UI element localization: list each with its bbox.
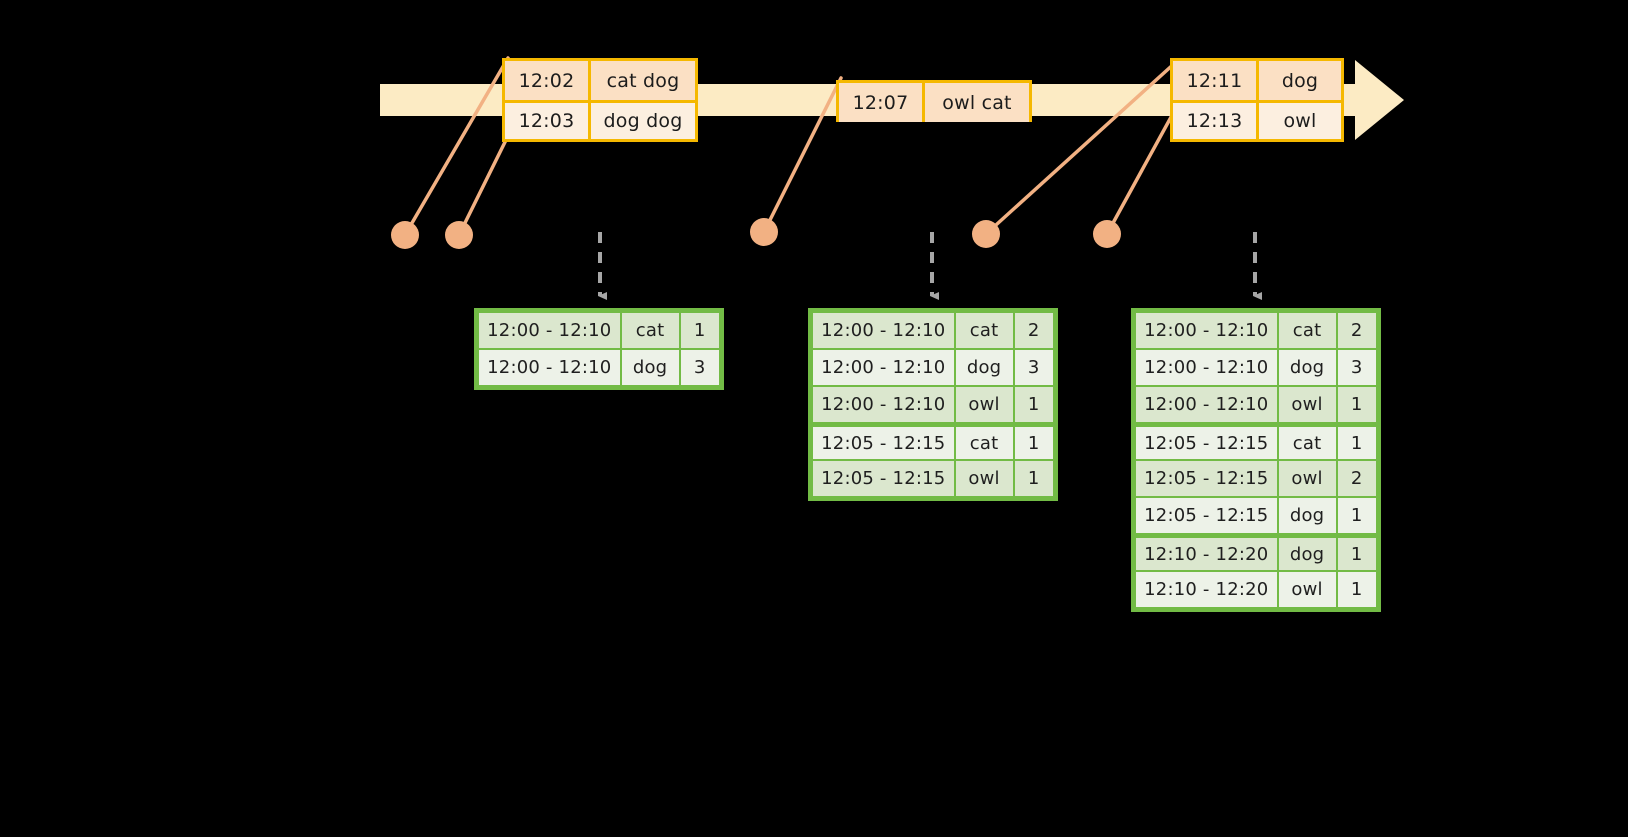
result-table-after-1207: 12:00 - 12:10 cat 2 12:00 - 12:10 dog 3 …: [808, 308, 1058, 501]
table-row: 12:00 - 12:10 dog 3: [1135, 349, 1377, 386]
connector-dot-1203: [445, 221, 473, 249]
table-row: 12:05 - 12:15 cat 1: [1135, 423, 1377, 460]
cell-count: 3: [1014, 350, 1053, 385]
cell-count: 1: [1337, 498, 1376, 533]
cell-window: 12:05 - 12:15: [1136, 498, 1277, 533]
cell-key: owl: [1278, 572, 1336, 607]
connector-line-1213: [1105, 106, 1178, 236]
cell-window: 12:05 - 12:15: [813, 427, 954, 459]
event-value: cat dog: [591, 61, 695, 100]
cell-count: 1: [1337, 387, 1376, 422]
table-row: 12:05 - 12:15 cat 1: [812, 423, 1054, 460]
event-time: 12:07: [839, 83, 925, 122]
table-row: 12:00 - 12:10 owl 1: [812, 386, 1054, 423]
cell-window: 12:00 - 12:10: [813, 387, 954, 422]
cell-window: 12:10 - 12:20: [1136, 538, 1277, 570]
connector-dots: [391, 218, 1121, 249]
table-row: 12:00 - 12:10 cat 2: [812, 312, 1054, 349]
event-row: 12:13 owl: [1173, 100, 1341, 139]
cell-key: dog: [621, 350, 679, 385]
connector-dot-1202: [391, 221, 419, 249]
down-arrows: [598, 232, 1262, 300]
cell-key: cat: [955, 427, 1013, 459]
table-row: 12:05 - 12:15 owl 2: [1135, 460, 1377, 497]
cell-count: 1: [680, 313, 719, 348]
result-table-after-1213: 12:00 - 12:10 cat 2 12:00 - 12:10 dog 3 …: [1131, 308, 1381, 612]
event-value: owl: [1259, 103, 1341, 139]
event-time: 12:11: [1173, 61, 1259, 100]
cell-key: dog: [1278, 498, 1336, 533]
connector-line-1203: [457, 134, 510, 237]
cell-count: 1: [1014, 461, 1053, 496]
event-group-2: 12:07 owl cat: [836, 80, 1032, 122]
table-row: 12:00 - 12:10 cat 2: [1135, 312, 1377, 349]
cell-key: owl: [955, 461, 1013, 496]
connector-line-1207: [762, 76, 843, 234]
cell-key: cat: [955, 313, 1013, 348]
cell-count: 1: [1337, 427, 1376, 459]
cell-count: 2: [1337, 313, 1376, 348]
cell-window: 12:00 - 12:10: [1136, 313, 1277, 348]
cell-window: 12:05 - 12:15: [813, 461, 954, 496]
cell-key: dog: [1278, 350, 1336, 385]
event-time: 12:13: [1173, 103, 1259, 139]
cell-count: 3: [680, 350, 719, 385]
result-table-after-1203: 12:00 - 12:10 cat 1 12:00 - 12:10 dog 3: [474, 308, 724, 390]
cell-window: 12:10 - 12:20: [1136, 572, 1277, 607]
event-group-1: 12:02 cat dog 12:03 dog dog: [502, 58, 698, 142]
event-row: 12:07 owl cat: [839, 83, 1029, 122]
event-value: dog dog: [591, 103, 695, 139]
table-row: 12:10 - 12:20 owl 1: [1135, 571, 1377, 608]
table-row: 12:05 - 12:15 owl 1: [812, 460, 1054, 497]
cell-count: 1: [1337, 572, 1376, 607]
cell-key: dog: [955, 350, 1013, 385]
event-group-3: 12:11 dog 12:13 owl: [1170, 58, 1344, 142]
cell-window: 12:00 - 12:10: [479, 350, 620, 385]
cell-count: 2: [1014, 313, 1053, 348]
cell-count: 3: [1337, 350, 1376, 385]
event-value: owl cat: [925, 83, 1029, 122]
connector-dot-1207: [750, 218, 778, 246]
cell-window: 12:00 - 12:10: [813, 313, 954, 348]
event-row: 12:11 dog: [1173, 61, 1341, 100]
table-row: 12:00 - 12:10 dog 3: [478, 349, 720, 386]
cell-key: owl: [1278, 387, 1336, 422]
event-time: 12:02: [505, 61, 591, 100]
event-row: 12:03 dog dog: [505, 100, 695, 139]
cell-key: dog: [1278, 538, 1336, 570]
cell-key: cat: [1278, 427, 1336, 459]
event-value: dog: [1259, 61, 1341, 100]
connector-dot-1211: [972, 220, 1000, 248]
cell-count: 1: [1014, 427, 1053, 459]
table-row: 12:10 - 12:20 dog 1: [1135, 534, 1377, 571]
cell-window: 12:00 - 12:10: [479, 313, 620, 348]
cell-key: owl: [955, 387, 1013, 422]
cell-window: 12:00 - 12:10: [1136, 387, 1277, 422]
cell-window: 12:05 - 12:15: [1136, 461, 1277, 496]
connector-line-1202: [403, 56, 510, 237]
cell-window: 12:00 - 12:10: [1136, 350, 1277, 385]
cell-count: 1: [1014, 387, 1053, 422]
table-row: 12:00 - 12:10 cat 1: [478, 312, 720, 349]
table-row: 12:05 - 12:15 dog 1: [1135, 497, 1377, 534]
cell-count: 2: [1337, 461, 1376, 496]
event-time: 12:03: [505, 103, 591, 139]
event-row: 12:02 cat dog: [505, 61, 695, 100]
connector-dot-1213: [1093, 220, 1121, 248]
cell-key: cat: [1278, 313, 1336, 348]
table-row: 12:00 - 12:10 owl 1: [1135, 386, 1377, 423]
cell-key: owl: [1278, 461, 1336, 496]
table-row: 12:00 - 12:10 dog 3: [812, 349, 1054, 386]
cell-key: cat: [621, 313, 679, 348]
cell-window: 12:05 - 12:15: [1136, 427, 1277, 459]
cell-window: 12:00 - 12:10: [813, 350, 954, 385]
cell-count: 1: [1337, 538, 1376, 570]
